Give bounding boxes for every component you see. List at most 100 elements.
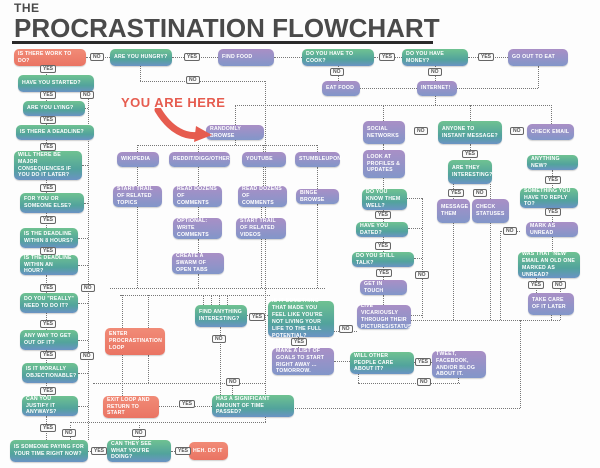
node-create-swarm-of-open-tabs: CREATE A SWARM OF OPEN TABS: [172, 253, 224, 274]
node-youtube: YOUTUBE: [242, 152, 286, 167]
no-label: NO: [186, 76, 200, 84]
connector-line: [490, 223, 491, 320]
node-was-that-new-email-old: WAS THAT 'NEW' EMAIL AN OLD ONE MARKED A…: [518, 251, 580, 278]
connector-line: [552, 237, 553, 252]
yes-label: YES: [291, 338, 308, 346]
yes-label: YES: [375, 211, 392, 219]
yes-label: YES: [184, 53, 201, 61]
connector-line: [227, 295, 228, 305]
yes-label: YES: [40, 387, 57, 395]
yes-label: YES: [415, 358, 432, 366]
connector-line: [220, 327, 221, 395]
no-label: NO: [414, 127, 428, 135]
connector-line: [317, 145, 318, 152]
connector-line: [407, 198, 422, 199]
connector-line: [500, 231, 501, 320]
node-have-you-started: HAVE YOU STARTED?: [18, 75, 94, 92]
connector-line: [261, 207, 262, 218]
yes-label: YES: [40, 284, 57, 292]
no-label: NO: [415, 271, 429, 279]
connector-line: [317, 167, 318, 189]
yes-label: YES: [249, 313, 266, 321]
connector-line: [140, 81, 265, 82]
connector-line: [317, 204, 318, 288]
node-live-vicariously: LIVE VICARIOUSLY THROUGH THEIR PICTURES/…: [357, 303, 411, 330]
node-have-you-dated: HAVE YOU DATED?: [356, 222, 408, 237]
connector-line: [120, 295, 270, 296]
connector-line: [140, 66, 141, 81]
node-start-trail-of-related-topics: START TRAIL OF RELATED TOPICS: [113, 186, 162, 207]
yes-label: YES: [375, 242, 392, 250]
you-are-here-label: YOU ARE HERE: [121, 95, 226, 110]
yes-label: YES: [40, 351, 57, 359]
connector-line: [122, 295, 123, 328]
connector-line: [122, 355, 123, 396]
connector-line: [435, 96, 436, 105]
node-significant-time-passed: HAS A SIGNIFICANT AMOUNT OF TIME PASSED?: [212, 395, 294, 417]
connector-line: [263, 145, 264, 152]
connector-line: [265, 81, 266, 422]
node-not-living-full-potential: IS IT SOMETHING THAT MADE YOU FEEL LIKE …: [268, 298, 334, 339]
yes-label: YES: [40, 424, 57, 432]
connector-line: [263, 167, 264, 186]
yes-label: YES: [376, 269, 393, 277]
yes-label: YES: [462, 150, 479, 158]
no-label: NO: [417, 378, 431, 386]
yes-label: YES: [175, 447, 192, 455]
node-reddit-digg-other: REDDIT/DIGG/OTHER: [169, 152, 230, 167]
node-do-you-have-to-cook: DO YOU HAVE TO COOK?: [302, 49, 374, 66]
title-the: THE: [14, 1, 40, 15]
connector-line: [137, 145, 317, 146]
connector-line: [538, 66, 539, 88]
no-label: NO: [503, 227, 517, 235]
node-can-you-justify-it: CAN YOU JUSTIFY IT ANYWAYS?: [22, 396, 78, 416]
node-tweet-facebook-blog: TWEET, FACEBOOK, AND/OR BLOG ABOUT IT.: [432, 351, 486, 378]
node-check-email: CHECK EMAIL: [527, 124, 574, 140]
yes-label: YES: [528, 281, 545, 289]
connector-line: [148, 355, 149, 383]
node-major-consequences: WILL THERE BE MAJOR CONSEQUENCES IF YOU …: [14, 151, 82, 180]
no-label: NO: [90, 53, 104, 61]
yes-label: YES: [40, 143, 57, 151]
connector-line: [357, 320, 560, 321]
yes-label: YES: [40, 247, 57, 255]
connector-line: [358, 374, 359, 383]
connector-line: [490, 184, 491, 199]
no-label: NO: [510, 127, 524, 135]
connector-line: [551, 105, 552, 124]
connector-line: [78, 340, 88, 341]
connector-line: [198, 167, 199, 186]
node-mark-as-unread: MARK AS UNREAD: [526, 222, 578, 237]
connector-line: [93, 383, 265, 384]
page-title: THE PROCRASTINATION FLOWCHART: [14, 1, 440, 43]
connector-line: [422, 198, 423, 318]
title-main: PROCRASTINATION FLOWCHART: [14, 13, 440, 43]
connector-line: [295, 408, 520, 409]
node-randomly-browse: RANDOMLY BROWSE: [206, 125, 264, 140]
node-make-list-of-goals: MAKE A LIST OF GOALS TO START RIGHT AWAY…: [272, 348, 334, 375]
node-internet: INTERNET!: [417, 81, 457, 96]
no-label: NO: [81, 284, 95, 292]
node-are-you-hungry: ARE YOU HUNGRY?: [110, 49, 172, 66]
yes-label: YES: [545, 176, 562, 184]
connector-line: [78, 303, 88, 304]
connector-line: [137, 145, 138, 152]
node-do-you-really-need-to-do-it: DO YOU "REALLY" NEED TO DO IT?: [20, 293, 78, 313]
connector-line: [110, 288, 325, 289]
connector-line: [78, 406, 88, 407]
node-binge-browse: BINGE BROWSE: [296, 189, 339, 204]
yes-label: YES: [179, 400, 196, 408]
node-look-at-profiles: LOOK AT PROFILES & UPDATES: [363, 150, 405, 178]
connector-line: [70, 422, 266, 423]
node-someone-paying-for-time: IS SOMEONE PAYING FOR YOUR TIME RIGHT NO…: [10, 440, 88, 462]
connector-line: [408, 228, 422, 229]
connector-line: [232, 383, 233, 395]
node-deadline-within-an-hour: IS THE DEADLINE WITHIN AN HOUR?: [20, 255, 78, 275]
connector-line: [334, 361, 350, 362]
node-will-other-people-care: WILL OTHER PEOPLE CARE ABOUT IT?: [350, 352, 414, 374]
node-do-you-have-money: DO YOU HAVE MONEY?: [402, 49, 468, 66]
connector-line: [203, 295, 204, 305]
connector-line: [235, 105, 552, 106]
node-anyone-to-instant-message: ANYONE TO INSTANT MESSAGE?: [438, 121, 502, 144]
connector-line: [261, 239, 262, 288]
